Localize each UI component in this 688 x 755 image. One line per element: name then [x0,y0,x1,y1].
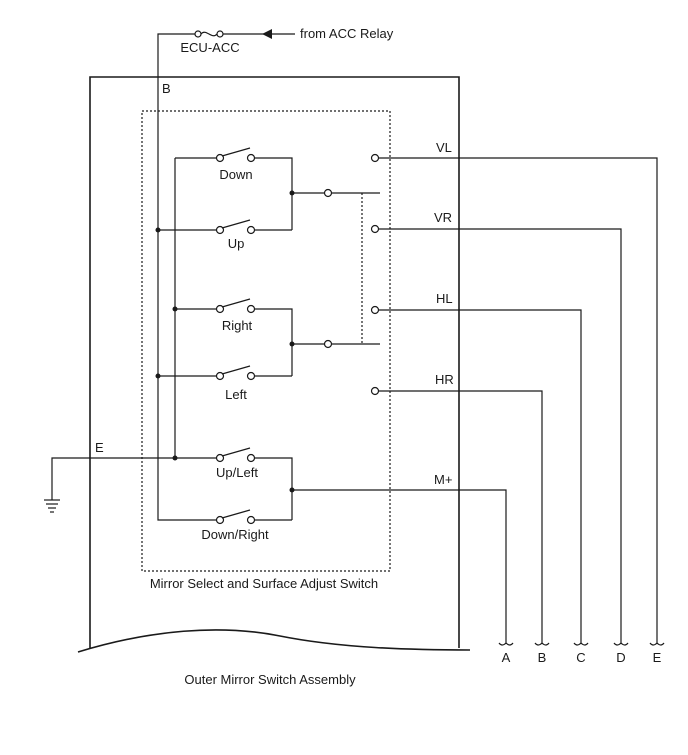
switch-downright-label: Down/Right [201,527,269,542]
assembly-housing: Outer Mirror Switch Assembly B [77,76,471,687]
selector-lower [289,193,380,349]
output-hl-label: HL [436,291,453,306]
selector-upper [289,188,380,198]
terminal-b-label: B [162,81,171,96]
switch-box: Mirror Select and Surface Adjust Switch [141,110,391,591]
left-bus [155,158,216,521]
connector-a-label: A [502,650,511,665]
output-vr-label: VR [434,210,452,225]
switch-upleft-label: Up/Left [216,465,258,480]
switch-right: Right [175,298,293,376]
ground-circuit: E [44,440,175,513]
switch-left-label: Left [225,387,247,402]
connector-b-label: B [538,650,547,665]
switch-box-label: Mirror Select and Surface Adjust Switch [150,576,378,591]
connector-e-label: E [653,650,662,665]
output-hr-label: HR [435,372,454,387]
arrow-icon [262,29,272,39]
terminal-e-label: E [95,440,104,455]
connector-c-label: C [576,650,585,665]
switch-downright: Down/Right [201,509,292,542]
output-hr: HR [370,372,543,643]
output-mplus-label: M+ [434,472,452,487]
switch-up-label: Up [228,236,245,251]
source-label: from ACC Relay [300,26,394,41]
fuse-label: ECU-ACC [180,40,239,55]
switch-left: Left [158,365,292,402]
switch-down: Down [175,147,293,230]
output-mplus: M+ [289,472,507,643]
switch-right-label: Right [222,318,253,333]
connector-d-label: D [616,650,625,665]
assembly-label: Outer Mirror Switch Assembly [184,672,356,687]
switch-up: Up [158,219,292,251]
switch-down-label: Down [219,167,252,182]
output-vr: VR [370,210,622,643]
switch-upleft: Up/Left [175,447,293,520]
output-vl: VL [370,140,658,643]
output-vl-label: VL [436,140,452,155]
output-hl: HL [370,291,582,643]
supply-circuit: ECU-ACC from ACC Relay [157,26,394,230]
connector-ends: A B C D E [498,642,665,665]
